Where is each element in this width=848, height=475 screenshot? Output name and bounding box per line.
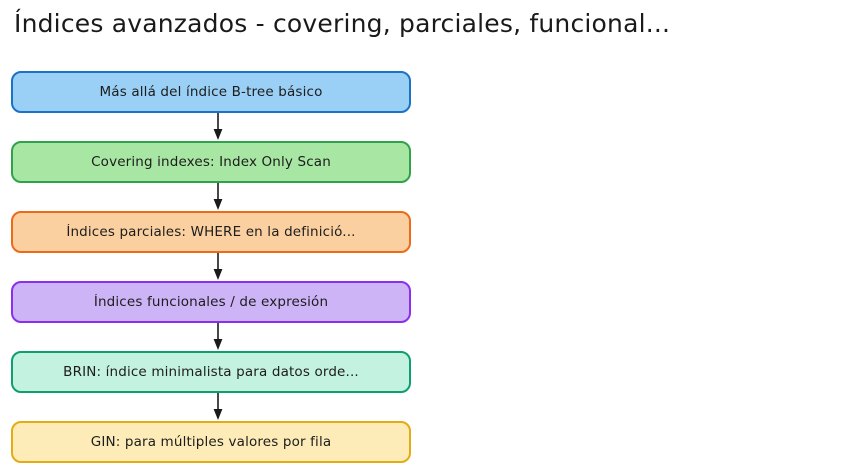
arrow-down-icon-2 (211, 253, 225, 281)
arrow-down-icon-4 (211, 393, 225, 421)
flow-node-4[interactable]: BRIN: índice minimalista para datos orde… (11, 351, 411, 393)
page-title: Índices avanzados - covering, parciales,… (14, 9, 671, 38)
arrow-down-icon-3 (211, 323, 225, 351)
flow-node-3[interactable]: Índices funcionales / de expresión (11, 281, 411, 323)
flow-node-1-label: Covering indexes: Index Only Scan (91, 154, 331, 170)
flow-node-2-label: Índices parciales: WHERE en la definició… (66, 224, 356, 240)
flow-node-1[interactable]: Covering indexes: Index Only Scan (11, 141, 411, 183)
flowchart-canvas: Más allá del índice B-tree básico Coveri… (0, 62, 848, 475)
flow-node-0-label: Más allá del índice B-tree básico (99, 84, 323, 100)
arrow-down-icon-1 (211, 183, 225, 211)
flow-node-5[interactable]: GIN: para múltiples valores por fila (11, 421, 411, 463)
arrow-down-icon-0 (211, 113, 225, 141)
flow-node-3-label: Índices funcionales / de expresión (93, 294, 329, 310)
flow-node-2[interactable]: Índices parciales: WHERE en la definició… (11, 211, 411, 253)
flow-node-5-label: GIN: para múltiples valores por fila (90, 434, 332, 450)
flow-node-0[interactable]: Más allá del índice B-tree básico (11, 71, 411, 113)
flow-node-4-label: BRIN: índice minimalista para datos orde… (63, 364, 359, 380)
